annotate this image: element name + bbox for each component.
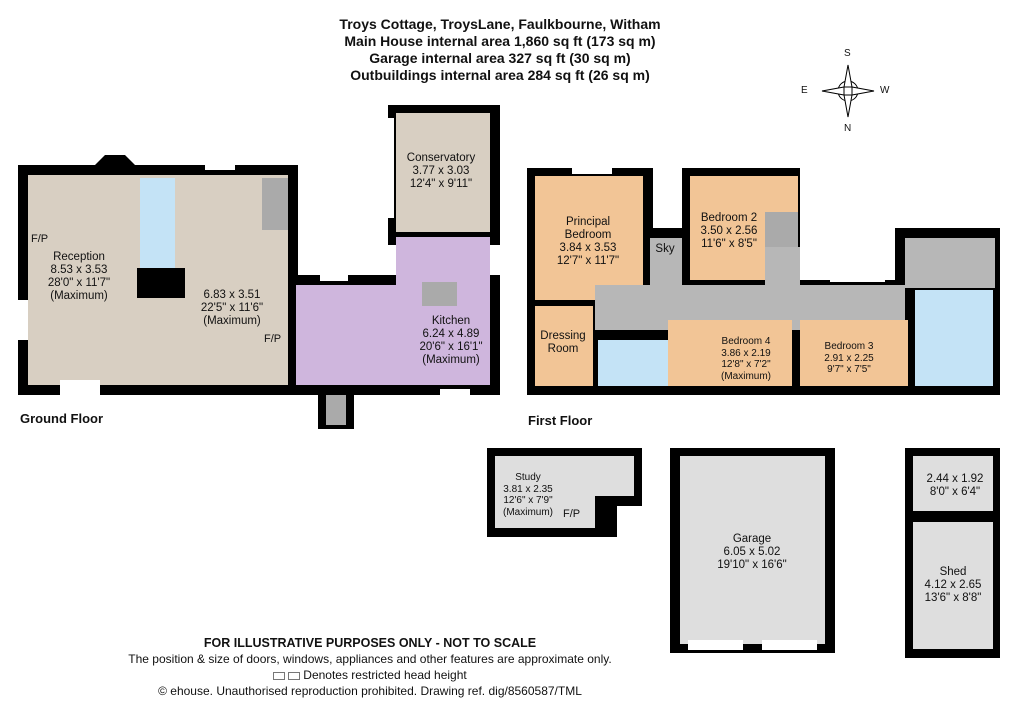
kitchen-stairs: [422, 282, 457, 306]
compass-e: E: [801, 85, 808, 96]
compass-icon: [821, 64, 875, 118]
window: [60, 380, 100, 395]
window: [18, 300, 28, 340]
fireplace-label: F/P: [31, 233, 49, 245]
room-bedroom-4: [668, 320, 792, 386]
window: [388, 118, 394, 218]
chimney-block: [137, 268, 185, 298]
window: [320, 275, 348, 281]
window: [572, 168, 612, 174]
door-french: [205, 160, 235, 170]
copyright: © ehouse. Unauthorised reproduction proh…: [158, 684, 582, 698]
landing-upper: [765, 247, 800, 292]
fireplace-label: F/P: [264, 333, 282, 345]
room-conservatory: [396, 113, 490, 232]
compass-s: S: [844, 48, 851, 59]
ground-floor-plan: [18, 105, 500, 429]
room-shower: [140, 178, 175, 268]
room-shed: [913, 522, 993, 649]
landing-right: [905, 238, 995, 288]
room-study: [495, 456, 595, 528]
window: [440, 389, 470, 395]
skylight: [650, 238, 682, 286]
first-floor-plan: [527, 168, 1000, 395]
dashed-box-icon: [288, 671, 301, 680]
outbuildings-plan: [487, 448, 1000, 658]
room-garage: [680, 456, 825, 644]
outbuildings-area: Outbuildings internal area 284 sq ft (26…: [350, 67, 650, 83]
stairs-up: [765, 212, 798, 247]
porch: [326, 395, 346, 425]
legend-restricted-height: Denotes restricted head height: [90, 667, 650, 683]
garage-door: [688, 640, 743, 650]
footer: FOR ILLUSTRATIVE PURPOSES ONLY - NOT TO …: [90, 635, 650, 699]
study-fireplace-label: F/P: [563, 508, 581, 520]
compass-n: N: [844, 123, 852, 134]
room-store: [913, 456, 993, 511]
room-principal-bedroom: [535, 176, 643, 300]
main-house-area: Main House internal area 1,860 sq ft (17…: [344, 33, 656, 49]
ground-floor-title: Ground Floor: [20, 411, 104, 426]
approximation-note: The position & size of doors, windows, a…: [128, 652, 612, 666]
room-bedroom-3: [800, 320, 908, 386]
garage-area: Garage internal area 327 sq ft (30 sq m): [369, 50, 631, 66]
room-bathroom: [598, 340, 668, 386]
window: [830, 276, 885, 282]
compass-w: W: [880, 85, 890, 96]
room-dressing: [535, 306, 593, 386]
staircase: [262, 178, 288, 230]
room-cloakroom: [592, 456, 634, 496]
property-title: Troys Cottage, TroysLane, Faulkbourne, W…: [339, 16, 661, 32]
first-floor-title: First Floor: [528, 413, 593, 428]
room-kitchen: [296, 285, 490, 385]
disclaimer: FOR ILLUSTRATIVE PURPOSES ONLY - NOT TO …: [203, 636, 537, 650]
room-family-bathroom: [915, 290, 993, 386]
skylight-label: Sky: [655, 243, 675, 255]
garage-door: [762, 640, 817, 650]
dashed-box-icon: [273, 671, 286, 680]
